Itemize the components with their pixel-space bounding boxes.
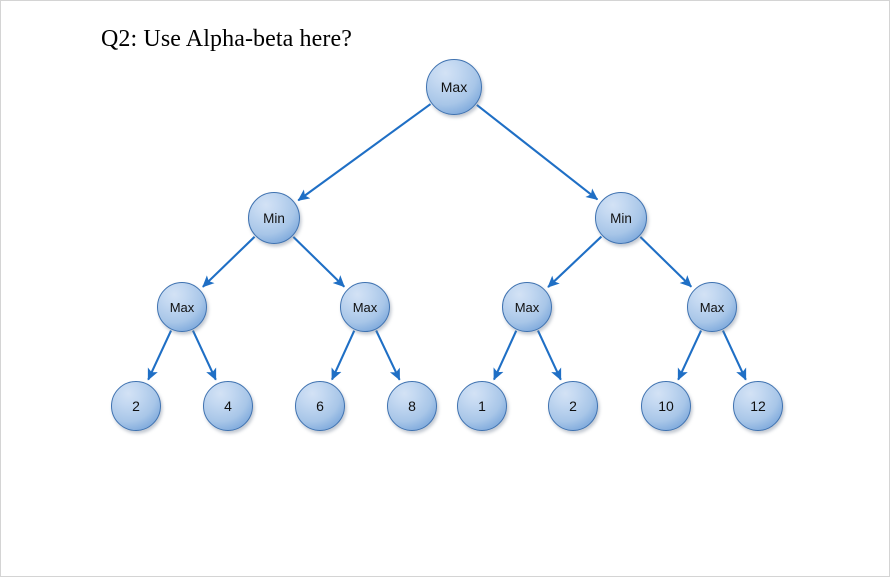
tree-edge-min-r-to-max-4 [639,236,693,288]
tree-node-root[interactable]: Max [426,59,482,115]
tree-node-leaf-7[interactable]: 10 [641,381,691,431]
tree-edge-root-to-min-r [476,104,599,201]
tree-node-label: Max [440,79,468,95]
tree-node-label: 1 [478,398,486,414]
tree-node-label: Max [352,299,378,315]
tree-node-max-2[interactable]: Max [340,282,390,332]
tree-edge-max-2-to-leaf-4 [375,330,401,381]
tree-node-label: 8 [408,398,416,414]
tree-node-max-3[interactable]: Max [502,282,552,332]
tree-node-leaf-1[interactable]: 2 [111,381,161,431]
tree-edge-min-l-to-max-2 [292,236,346,288]
tree-node-label: 6 [316,398,324,414]
tree-node-min-l[interactable]: Min [248,192,300,244]
tree-node-label: Max [514,299,540,315]
tree-edge-max-1-to-leaf-1 [147,330,172,381]
tree-edge-max-4-to-leaf-8 [722,330,747,381]
tree-node-leaf-8[interactable]: 12 [733,381,783,431]
tree-edge-layer [147,103,747,381]
tree-node-label: 12 [750,398,766,414]
tree-node-leaf-5[interactable]: 1 [457,381,507,431]
tree-node-leaf-3[interactable]: 6 [295,381,345,431]
tree-node-leaf-4[interactable]: 8 [387,381,437,431]
tree-edge-max-1-to-leaf-2 [192,330,217,381]
tree-edge-max-2-to-leaf-3 [331,330,356,381]
tree-node-label: 2 [132,398,140,414]
tree-node-leaf-2[interactable]: 4 [203,381,253,431]
page-title: Q2: Use Alpha-beta here? [101,26,352,52]
tree-edge-max-3-to-leaf-6 [537,330,562,381]
tree-node-max-1[interactable]: Max [157,282,207,332]
tree-edge-root-to-min-l [297,103,432,202]
tree-edge-max-4-to-leaf-7 [677,330,702,381]
tree-node-label: Max [699,299,725,315]
tree-node-label: 2 [569,398,577,414]
tree-edge-max-3-to-leaf-5 [493,330,518,381]
tree-edge-min-r-to-max-3 [547,235,603,288]
tree-node-label: 10 [658,398,674,414]
tree-node-label: 4 [224,398,232,414]
tree-node-label: Min [263,210,285,226]
tree-node-label: Max [169,299,195,315]
tree-node-label: Min [610,210,632,226]
tree-node-leaf-6[interactable]: 2 [548,381,598,431]
tree-node-max-4[interactable]: Max [687,282,737,332]
tree-node-min-r[interactable]: Min [595,192,647,244]
tree-edge-min-l-to-max-1 [202,236,256,288]
